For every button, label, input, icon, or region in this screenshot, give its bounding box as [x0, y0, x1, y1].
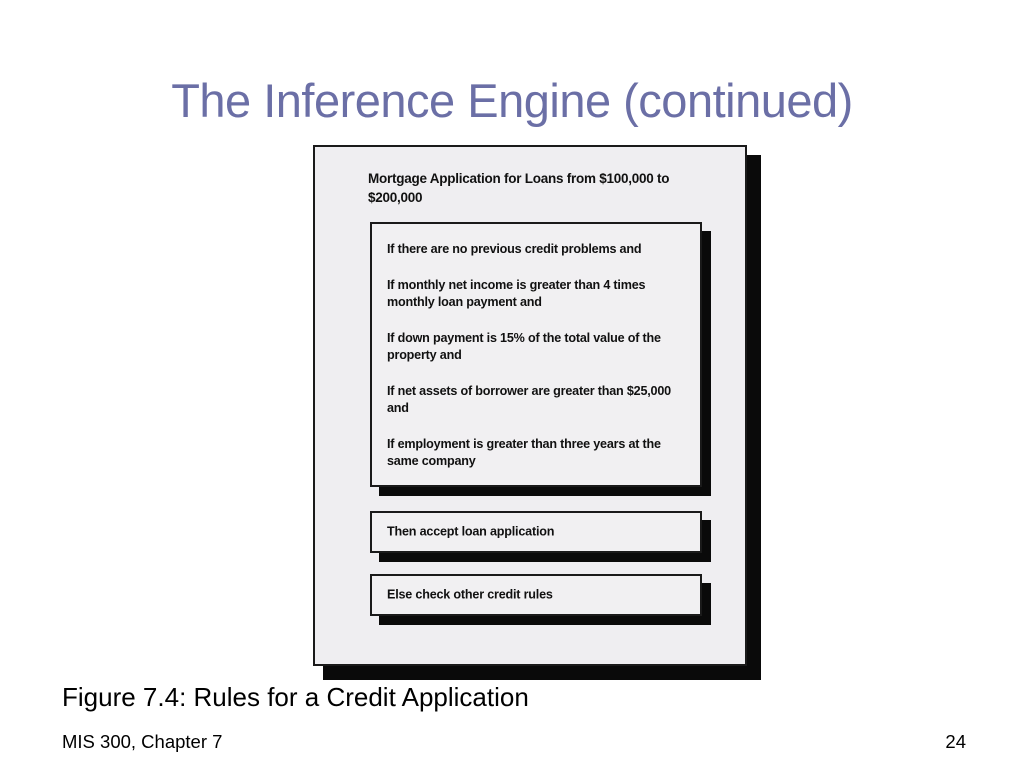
footer-course-label: MIS 300, Chapter 7 — [62, 731, 223, 752]
condition-item: If monthly net income is greater than 4 … — [387, 278, 646, 309]
condition-item: If net assets of borrower are greater th… — [387, 384, 671, 415]
then-action-text: Then accept loan application — [387, 524, 555, 539]
conditions-box: If there are no previous credit problems… — [370, 222, 711, 496]
figure-panel: Mortgage Application for Loans from $100… — [313, 145, 747, 666]
conditions-list: If there are no previous credit problems… — [387, 241, 690, 470]
page-title: The Inference Engine (continued) — [171, 74, 853, 127]
else-action-box: Else check other credit rules — [370, 574, 711, 625]
condition-item: If there are no previous credit problems… — [387, 242, 642, 256]
footer-page-number: 24 — [945, 731, 966, 752]
figure-diagram: Mortgage Application for Loans from $100… — [313, 145, 761, 680]
conditions-box-body: If there are no previous credit problems… — [370, 222, 702, 487]
else-action-text: Else check other credit rules — [387, 587, 553, 602]
figure-header-text: Mortgage Application for Loans from $100… — [368, 171, 670, 206]
condition-item: If down payment is 15% of the total valu… — [387, 331, 661, 362]
then-action-box: Then accept loan application — [370, 511, 711, 562]
else-action-box-body: Else check other credit rules — [370, 574, 702, 616]
figure-caption: Figure 7.4: Rules for a Credit Applicati… — [62, 682, 529, 712]
condition-item: If employment is greater than three year… — [387, 437, 661, 468]
then-action-box-body: Then accept loan application — [370, 511, 702, 553]
